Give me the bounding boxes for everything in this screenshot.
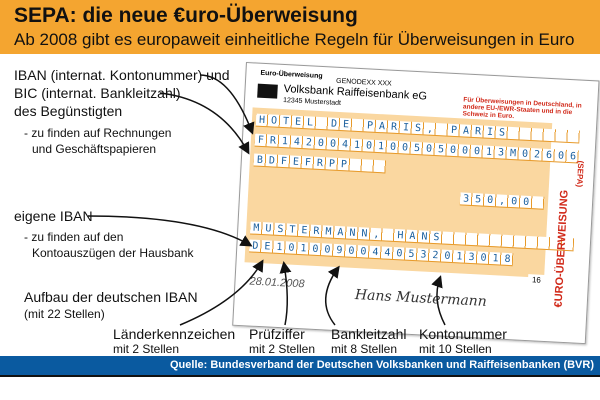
- find-note-2: - zu finden auf den: [24, 230, 124, 244]
- part-blz-sub: mit 8 Stellen: [331, 342, 398, 356]
- arrow-blz: [324, 265, 340, 326]
- part-account: Kontonummer: [419, 326, 507, 342]
- find-note-1: - zu finden auf Rechnungen: [24, 126, 172, 140]
- part-blz: Bankleitzahl: [331, 326, 407, 342]
- structure-label: Aufbau der deutschen IBAN: [24, 289, 198, 305]
- find-note-1b: und Geschäftspapieren: [32, 142, 157, 156]
- iban-label: IBAN (internat. Kontonummer) und: [14, 67, 230, 83]
- arrow-country: [179, 259, 264, 326]
- arrow-iban: [199, 74, 255, 135]
- footer-source-bar: Quelle: Bundesverband der Deutschen Volk…: [0, 356, 600, 377]
- header-banner: SEPA: die neue €uro-Überweisung Ab 2008 …: [0, 0, 600, 54]
- part-check-sub: mit 2 Stellen: [249, 342, 316, 356]
- part-account-sub: mit 10 Stellen: [419, 342, 492, 356]
- bic-label: BIC (internat. Bankleitzahl): [14, 85, 181, 101]
- part-country-sub: mit 2 Stellen: [113, 342, 180, 356]
- part-country: Länderkennzeichen: [113, 326, 236, 342]
- subtitle: Ab 2008 gibt es europaweit einheitliche …: [14, 30, 575, 49]
- find-note-2b: Kontoauszügen der Hausbank: [32, 246, 194, 260]
- arrow-bic: [159, 92, 250, 155]
- part-check: Prüfziffer: [249, 326, 305, 342]
- own-iban-label: eigene IBAN: [14, 208, 93, 224]
- arrow-account: [431, 275, 446, 326]
- title: SEPA: die neue €uro-Überweisung: [14, 4, 358, 27]
- arrow-check: [279, 261, 292, 326]
- beneficiary-label: des Begünstigten: [14, 103, 123, 119]
- structure-sub: (mit 22 Stellen): [24, 307, 105, 321]
- source-text: Quelle: Bundesverband der Deutschen Volk…: [170, 359, 594, 371]
- arrow-own-iban: [87, 215, 253, 247]
